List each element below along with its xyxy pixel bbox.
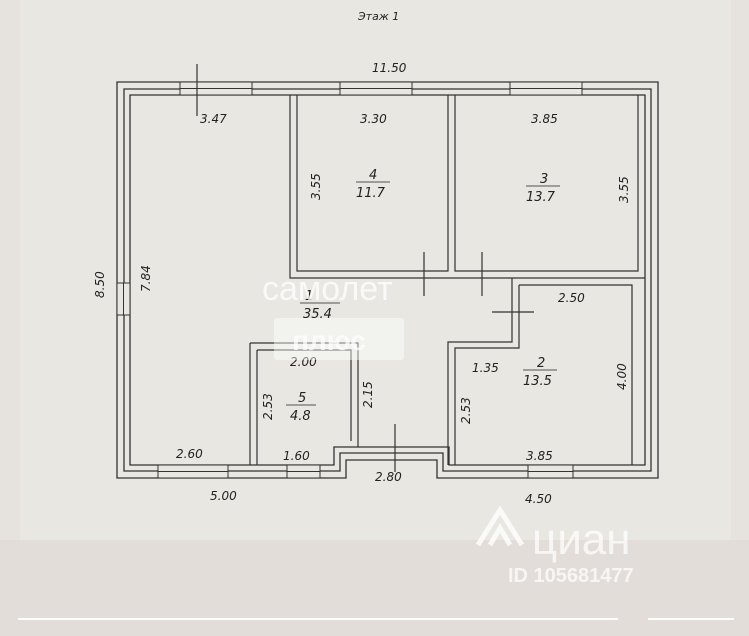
dim-room4-height: 3.55	[309, 173, 323, 200]
samolet-watermark: самолет плюс	[262, 270, 404, 360]
dim-overall-width: 11.50	[372, 61, 407, 75]
cian-logo-text: циан	[532, 515, 631, 564]
dim-corridor-height: 2.15	[361, 381, 375, 408]
room-area: 13.5	[523, 374, 552, 389]
room-area: 4.8	[290, 409, 311, 424]
room-area: 13.7	[526, 190, 556, 205]
dim-room4-width: 3.30	[360, 112, 387, 126]
door-markers	[196, 64, 534, 472]
windows	[116, 81, 583, 479]
dim-top-left-window: 3.47	[200, 112, 227, 126]
dim-room2-inner: 1.35	[472, 361, 499, 375]
dim-left-room-height: 7.84	[139, 265, 153, 292]
dim-room5-width: 2.00	[290, 355, 317, 369]
interior-walls	[249, 95, 645, 465]
dim-room3-height: 3.55	[617, 176, 631, 203]
dim-bottom-entrance: 2.80	[375, 470, 402, 484]
room-label-3: 3 13.7	[526, 172, 560, 205]
room-label-2: 2 13.5	[523, 356, 557, 389]
dim-bottom-room2: 3.85	[526, 449, 553, 463]
dim-total-left: 5.00	[210, 489, 237, 503]
room-area: 11.7	[356, 186, 386, 201]
dim-bottom-left: 2.60	[176, 447, 203, 461]
room-label-5: 5 4.8	[286, 391, 316, 424]
room-area: 35.4	[303, 307, 332, 322]
cian-logo-icon	[475, 505, 525, 547]
plus-logo-text: плюс	[292, 325, 366, 356]
samolet-logo-text: самолет	[262, 270, 393, 308]
dim-room3-width: 3.85	[531, 112, 558, 126]
dim-total-right: 4.50	[525, 492, 552, 506]
room-number: 1	[305, 289, 313, 304]
cian-listing-id: ID 105681477	[508, 565, 634, 587]
room-label-4: 4 11.7	[356, 168, 390, 201]
dim-room2-side: 2.53	[459, 397, 473, 424]
room-number: 2	[537, 356, 545, 371]
room-number: 5	[298, 391, 306, 406]
room-number: 3	[540, 172, 548, 187]
plus-badge	[274, 318, 404, 360]
room-number: 4	[369, 168, 377, 183]
bottom-band	[0, 540, 749, 636]
dim-room2-height: 4.00	[615, 363, 629, 390]
bottom-divider	[18, 618, 618, 620]
dim-overall-height: 8.50	[93, 271, 107, 298]
bottom-divider-right	[648, 618, 734, 620]
plan-title: Этаж 1	[357, 10, 399, 23]
dim-room2-width: 2.50	[558, 291, 585, 305]
dim-bottom-room5: 1.60	[283, 449, 310, 463]
dim-room5-height: 2.53	[261, 393, 275, 420]
room-label-1: 1 35.4	[300, 289, 340, 322]
cian-watermark: циан ID 105681477	[475, 505, 634, 587]
